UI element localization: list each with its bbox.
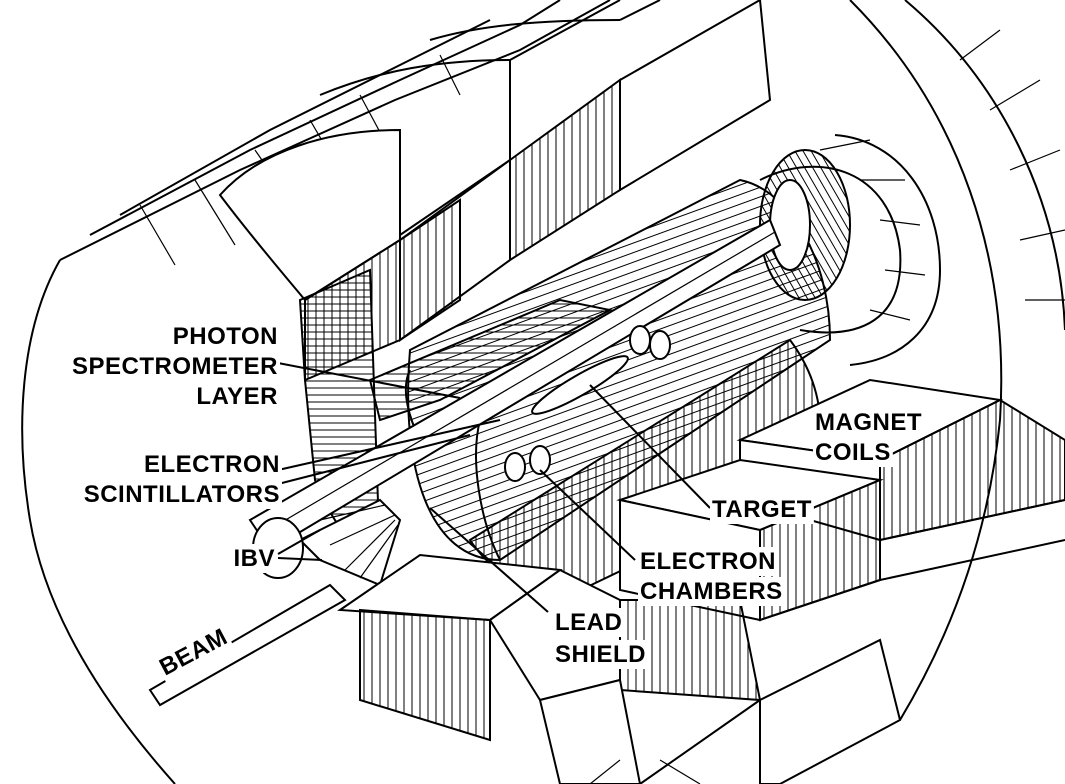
label-photon-3: LAYER xyxy=(196,383,278,410)
label-lead-1: LEAD xyxy=(555,609,622,636)
label-backdrop xyxy=(142,450,282,479)
label-electron-ch-1: ELECTRON xyxy=(640,548,776,575)
leader-lines xyxy=(277,362,711,613)
label-photon-2: SPECTROMETER xyxy=(72,353,278,380)
top-yoke-blocks xyxy=(218,0,772,382)
label-backdrop xyxy=(638,547,778,576)
label-electron-scint-2: SCINTILLATORS xyxy=(84,481,280,508)
target-shape xyxy=(531,355,629,415)
label-electron-ch-2: CHAMBERS xyxy=(640,578,783,605)
label-target: TARGET xyxy=(712,496,812,523)
chamber-cylinders xyxy=(504,325,671,482)
label-backdrop xyxy=(152,621,235,684)
beam-end-disc xyxy=(759,134,942,366)
label-lead-2: SHIELD xyxy=(555,641,646,668)
label-backdrop xyxy=(710,495,814,524)
label-photon-1: PHOTON xyxy=(173,323,278,350)
label-backdrop xyxy=(231,544,277,573)
label-backdrop xyxy=(69,352,280,381)
label-ibv: IBV xyxy=(233,545,275,572)
lower-coils xyxy=(337,553,902,784)
label-backdrop xyxy=(813,438,893,467)
label-magnet-1: MAGNET xyxy=(815,409,922,436)
label-backdrop xyxy=(194,382,280,411)
label-backdrop xyxy=(81,480,282,509)
label-backdrop xyxy=(813,408,924,437)
label-backdrop xyxy=(553,608,625,637)
labels: PHOTON SPECTROMETER LAYER ELECTRON SCINT… xyxy=(69,322,924,684)
label-magnet-2: COILS xyxy=(815,439,891,466)
outer-drum xyxy=(21,0,611,784)
beam-tube xyxy=(148,583,347,707)
label-electron-scint-1: ELECTRON xyxy=(144,451,280,478)
label-backdrop xyxy=(553,640,649,669)
label-backdrop xyxy=(170,322,280,351)
outer-yoke xyxy=(849,0,1065,721)
label-backdrop xyxy=(638,577,785,606)
